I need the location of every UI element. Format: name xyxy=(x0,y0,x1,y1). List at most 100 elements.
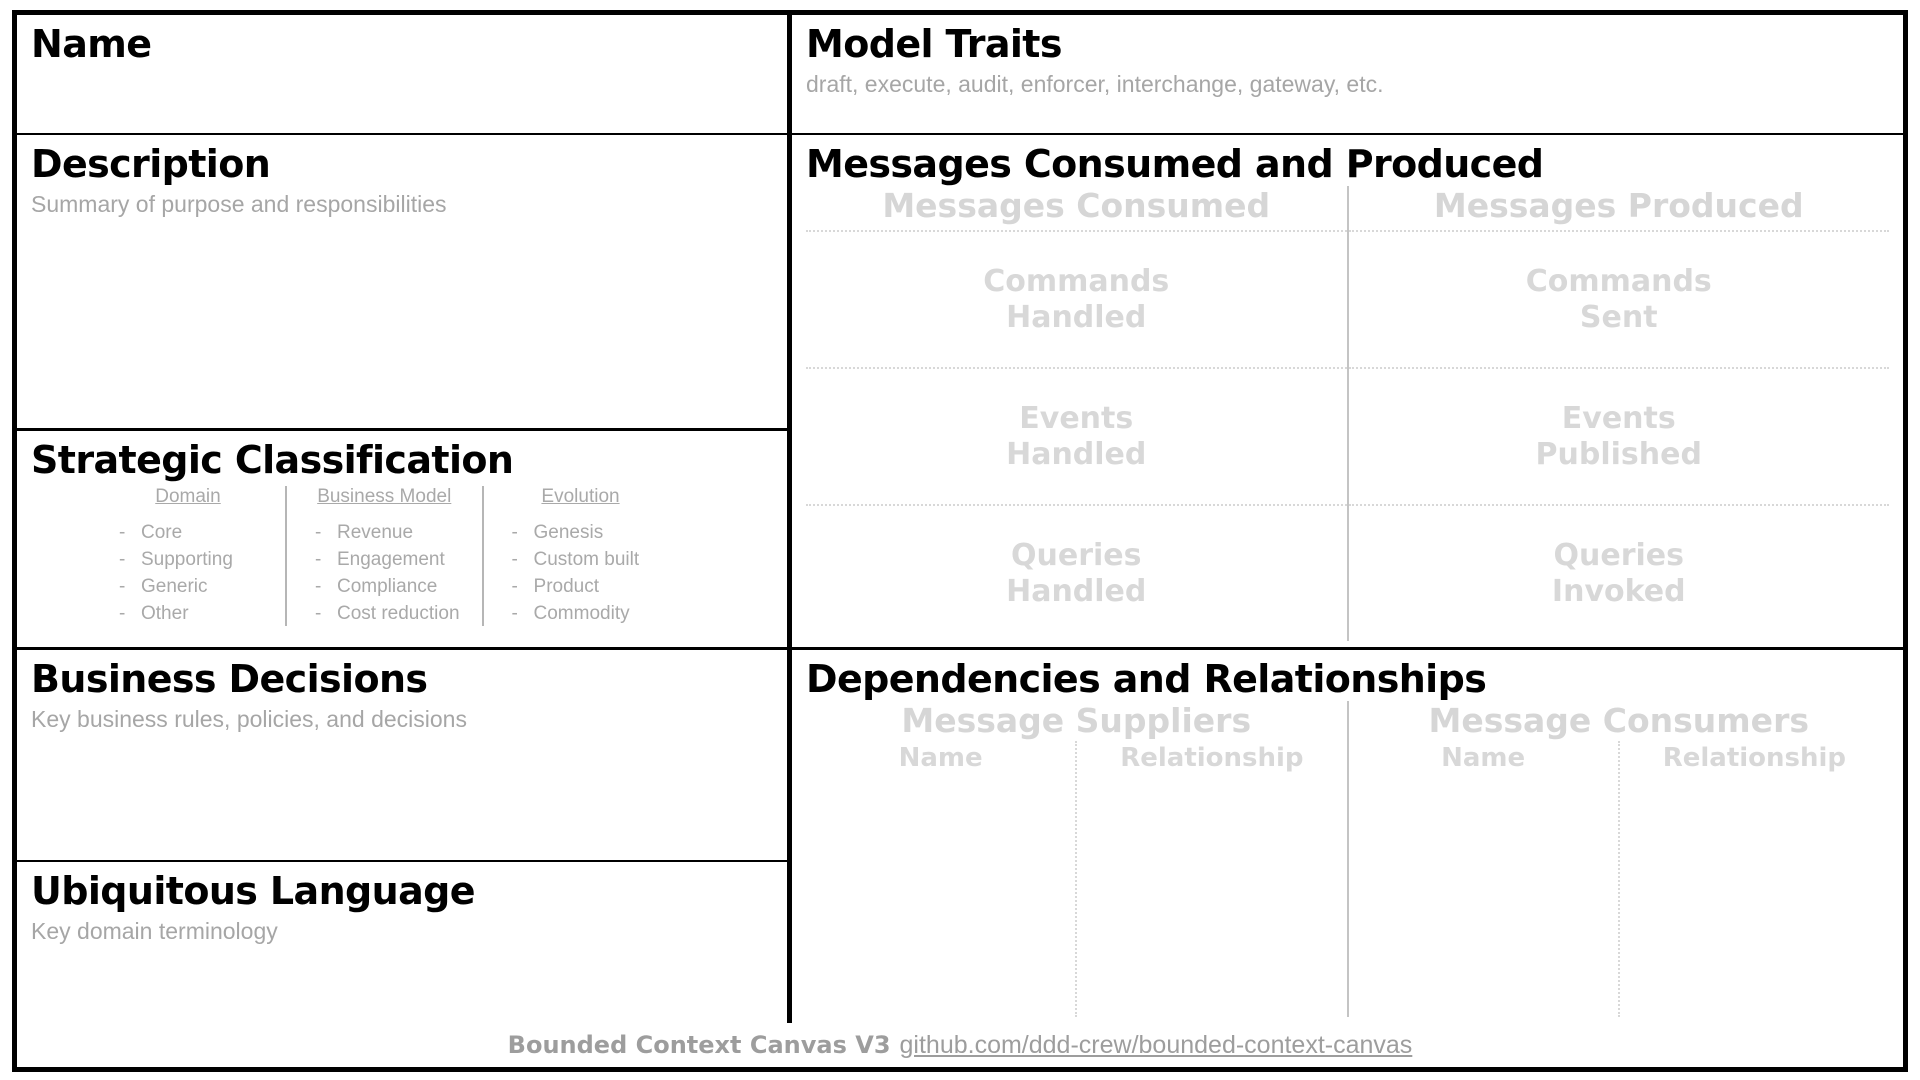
message-suppliers-relationship-heading: Relationship xyxy=(1120,743,1304,774)
messages-produced-commands[interactable]: Commands Sent xyxy=(1348,230,1889,367)
list-item-label: Product xyxy=(533,576,599,598)
message-consumers-subcolumns: Name Relationship xyxy=(1349,741,1890,1017)
list-item[interactable]: -Supporting xyxy=(119,547,263,574)
section-description-hint: Summary of purpose and responsibilities xyxy=(31,191,447,218)
messages-produced-events[interactable]: Events Published xyxy=(1348,367,1889,504)
messages-consumed-queries-label: Queries Handled xyxy=(1006,538,1147,609)
list-item-label: Custom built xyxy=(533,549,640,571)
bullet-dash: - xyxy=(119,603,126,625)
canvas-frame: Name Description Summary of purpose and … xyxy=(12,10,1908,1072)
footer-title: Bounded Context Canvas V3 xyxy=(507,1031,891,1059)
list-item-label: Revenue xyxy=(337,522,414,544)
message-suppliers-relationship-column[interactable]: Relationship xyxy=(1075,741,1346,1017)
list-item[interactable]: -Custom built xyxy=(512,547,656,574)
list-item-label: Other xyxy=(141,603,189,625)
section-business-decisions-hint: Key business rules, policies, and decisi… xyxy=(31,706,467,733)
message-consumers-heading: Message Consumers xyxy=(1428,701,1809,741)
bullet-dash: - xyxy=(511,576,518,598)
canvas-footer: Bounded Context Canvas V3 github.com/ddd… xyxy=(17,1023,1903,1067)
list-item[interactable]: -Other xyxy=(119,601,263,628)
messages-consumed-events[interactable]: Events Handled xyxy=(806,367,1347,504)
right-column: Model Traits draft, execute, audit, enfo… xyxy=(792,15,1903,1023)
section-dependencies-title: Dependencies and Relationships xyxy=(806,657,1487,701)
strategic-classification-columns: Domain -Core -Supporting -Generic -Other… xyxy=(31,486,773,628)
messages-produced-commands-label: Commands Sent xyxy=(1525,264,1712,335)
strategic-column-business-model-list: -Revenue -Engagement -Compliance -Cost r… xyxy=(309,520,460,628)
bullet-dash: - xyxy=(315,603,322,625)
section-name-title: Name xyxy=(31,22,152,66)
section-strategic-classification-title: Strategic Classification xyxy=(31,438,514,482)
message-consumers-name-heading: Name xyxy=(1441,743,1526,774)
list-item-label: Supporting xyxy=(141,549,233,571)
strategic-column-domain-list: -Core -Supporting -Generic -Other xyxy=(113,520,263,628)
section-ubiquitous-language-hint: Key domain terminology xyxy=(31,918,278,945)
messages-consumed-events-label: Events Handled xyxy=(1006,401,1147,472)
section-ubiquitous-language-title: Ubiquitous Language xyxy=(31,869,476,913)
bullet-dash: - xyxy=(511,549,518,571)
strategic-column-domain-heading: Domain xyxy=(155,486,221,508)
list-item-label: Engagement xyxy=(337,549,445,571)
list-item[interactable]: -Core xyxy=(119,520,263,547)
section-model-traits-hint: draft, execute, audit, enforcer, interch… xyxy=(806,71,1384,98)
section-description[interactable]: Description Summary of purpose and respo… xyxy=(17,135,787,428)
list-item[interactable]: -Commodity xyxy=(512,601,656,628)
left-column: Name Description Summary of purpose and … xyxy=(17,15,792,1023)
section-ubiquitous-language[interactable]: Ubiquitous Language Key domain terminolo… xyxy=(17,862,787,1023)
section-name[interactable]: Name xyxy=(17,15,787,135)
message-consumers-column: Message Consumers Name Relationship xyxy=(1346,701,1890,1017)
messages-consumed-commands[interactable]: Commands Handled xyxy=(806,230,1347,367)
bullet-dash: - xyxy=(315,576,322,598)
bullet-dash: - xyxy=(119,522,126,544)
message-suppliers-heading: Message Suppliers xyxy=(901,701,1252,741)
list-item[interactable]: -Genesis xyxy=(512,520,656,547)
strategic-column-evolution-list: -Genesis -Custom built -Product -Commodi… xyxy=(506,520,656,628)
list-item[interactable]: -Revenue xyxy=(315,520,460,547)
list-item[interactable]: -Compliance xyxy=(315,574,460,601)
messages-consumed-heading: Messages Consumed xyxy=(882,186,1271,226)
section-messages-title: Messages Consumed and Produced xyxy=(806,142,1544,186)
bullet-dash: - xyxy=(315,522,322,544)
messages-consumed-queries[interactable]: Queries Handled xyxy=(806,504,1347,641)
section-dependencies[interactable]: Dependencies and Relationships Message S… xyxy=(792,650,1903,1023)
section-messages[interactable]: Messages Consumed and Produced Messages … xyxy=(792,135,1903,650)
bullet-dash: - xyxy=(315,549,322,571)
bullet-dash: - xyxy=(119,549,126,571)
list-item-label: Core xyxy=(141,522,183,544)
list-item[interactable]: -Engagement xyxy=(315,547,460,574)
list-item[interactable]: -Generic xyxy=(119,574,263,601)
section-description-title: Description xyxy=(31,142,271,186)
list-item[interactable]: -Cost reduction xyxy=(315,601,460,628)
message-consumers-relationship-column[interactable]: Relationship xyxy=(1617,741,1889,1017)
message-consumers-name-column[interactable]: Name xyxy=(1349,741,1618,1017)
bullet-dash: - xyxy=(119,576,126,598)
messages-consumed-commands-label: Commands Handled xyxy=(983,264,1170,335)
message-suppliers-name-column[interactable]: Name xyxy=(806,741,1075,1017)
strategic-column-evolution: Evolution -Genesis -Custom built -Produc… xyxy=(481,486,678,628)
messages-consumed-column: Messages Consumed Commands Handled Event… xyxy=(806,186,1347,641)
list-item-label: Cost reduction xyxy=(337,603,460,625)
messages-produced-heading: Messages Produced xyxy=(1433,186,1804,226)
messages-grid: Messages Consumed Commands Handled Event… xyxy=(806,186,1889,641)
section-business-decisions-title: Business Decisions xyxy=(31,657,428,701)
bullet-dash: - xyxy=(511,603,518,625)
message-consumers-relationship-heading: Relationship xyxy=(1662,743,1847,774)
section-business-decisions[interactable]: Business Decisions Key business rules, p… xyxy=(17,650,787,862)
list-item-label: Commodity xyxy=(533,603,630,625)
messages-produced-column: Messages Produced Commands Sent Events P… xyxy=(1346,186,1889,641)
message-suppliers-subcolumns: Name Relationship xyxy=(806,741,1347,1017)
messages-produced-queries[interactable]: Queries Invoked xyxy=(1348,504,1889,641)
strategic-column-domain: Domain -Core -Supporting -Generic -Other xyxy=(91,486,285,626)
section-strategic-classification[interactable]: Strategic Classification Domain -Core -S… xyxy=(17,428,787,650)
message-suppliers-name-heading: Name xyxy=(898,743,983,774)
message-suppliers-column: Message Suppliers Name Relationship xyxy=(806,701,1347,1017)
canvas-body: Name Description Summary of purpose and … xyxy=(17,15,1903,1023)
section-model-traits[interactable]: Model Traits draft, execute, audit, enfo… xyxy=(792,15,1903,135)
section-model-traits-title: Model Traits xyxy=(806,22,1062,66)
list-item[interactable]: -Product xyxy=(512,574,656,601)
strategic-column-business-model-heading: Business Model xyxy=(317,486,452,508)
footer-repo-link[interactable]: github.com/ddd-crew/bounded-context-canv… xyxy=(899,1030,1413,1059)
list-item-label: Compliance xyxy=(337,576,438,598)
strategic-column-business-model: Business Model -Revenue -Engagement -Com… xyxy=(285,486,482,628)
bullet-dash: - xyxy=(511,522,518,544)
